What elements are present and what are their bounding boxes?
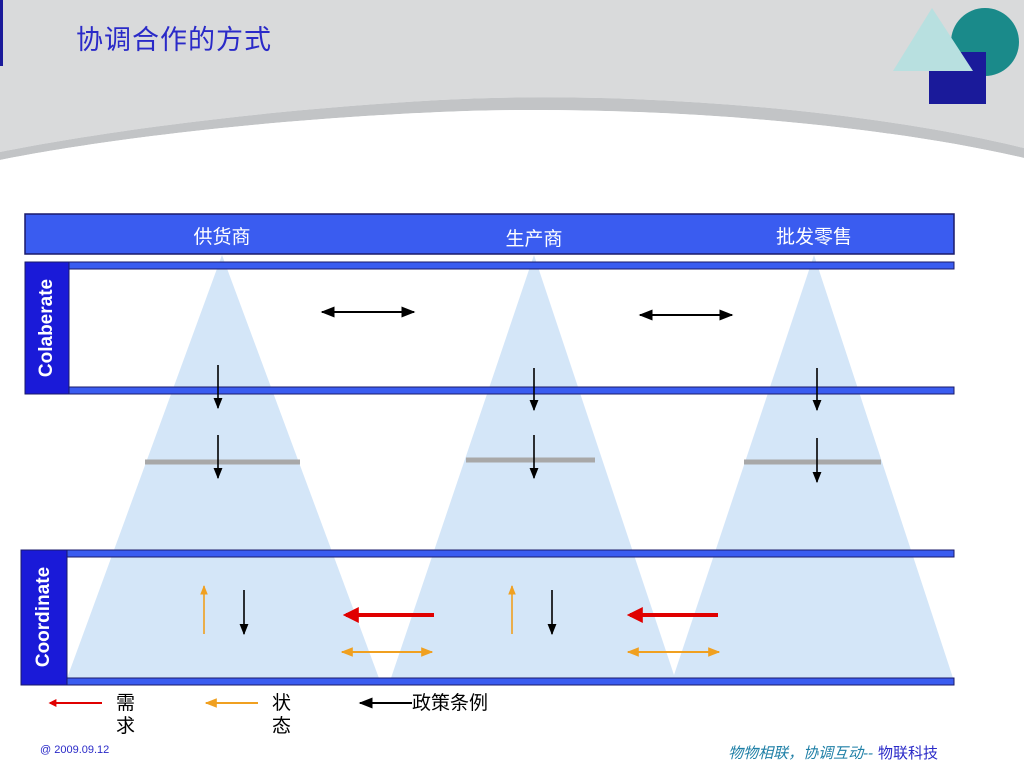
footer-date: @ 2009.09.12 — [40, 744, 110, 756]
funnel-manufacturer — [390, 255, 676, 681]
collaborate-label-box — [24, 261, 70, 395]
header-grey-band — [0, 0, 1024, 152]
footer-tagline: 物物相联，协调互动-- 物联科技 — [728, 742, 938, 763]
column-label-supplier: 供货商 — [193, 226, 251, 248]
slide-title: 协调合作的方式 — [76, 25, 272, 56]
band-label-coordinate: Coordinate — [33, 566, 54, 668]
column-header-bar — [24, 213, 955, 255]
header-swoosh-light — [0, 97, 1024, 160]
coordinate-label-box — [20, 549, 68, 686]
footer-company: 物联科技 — [877, 744, 938, 762]
collaborate-band-top-line — [66, 261, 955, 270]
logo-triangle — [893, 8, 973, 71]
legend-policy-label: 政策条例 — [412, 692, 489, 714]
funnel-retail — [672, 255, 954, 681]
legend-status-label: 状态 — [272, 692, 292, 737]
column-label-retail: 批发零售 — [775, 226, 853, 248]
footer-tagline-text: 物物相联，协调互动-- — [728, 744, 874, 762]
legend-demand-label: 需求 — [116, 692, 136, 737]
header-background — [0, 0, 1024, 170]
coordinate-band-top-line — [66, 549, 955, 558]
funnel-supplier — [66, 255, 380, 681]
header-swoosh-white — [0, 109, 1024, 170]
band-label-collaborate: Colaberate — [36, 278, 57, 378]
column-label-manufacturer: 生产商 — [505, 228, 563, 250]
coordinate-band-bottom-line — [66, 677, 955, 686]
header-left-accent — [0, 0, 3, 66]
collaborate-band-bottom-line — [66, 386, 955, 395]
